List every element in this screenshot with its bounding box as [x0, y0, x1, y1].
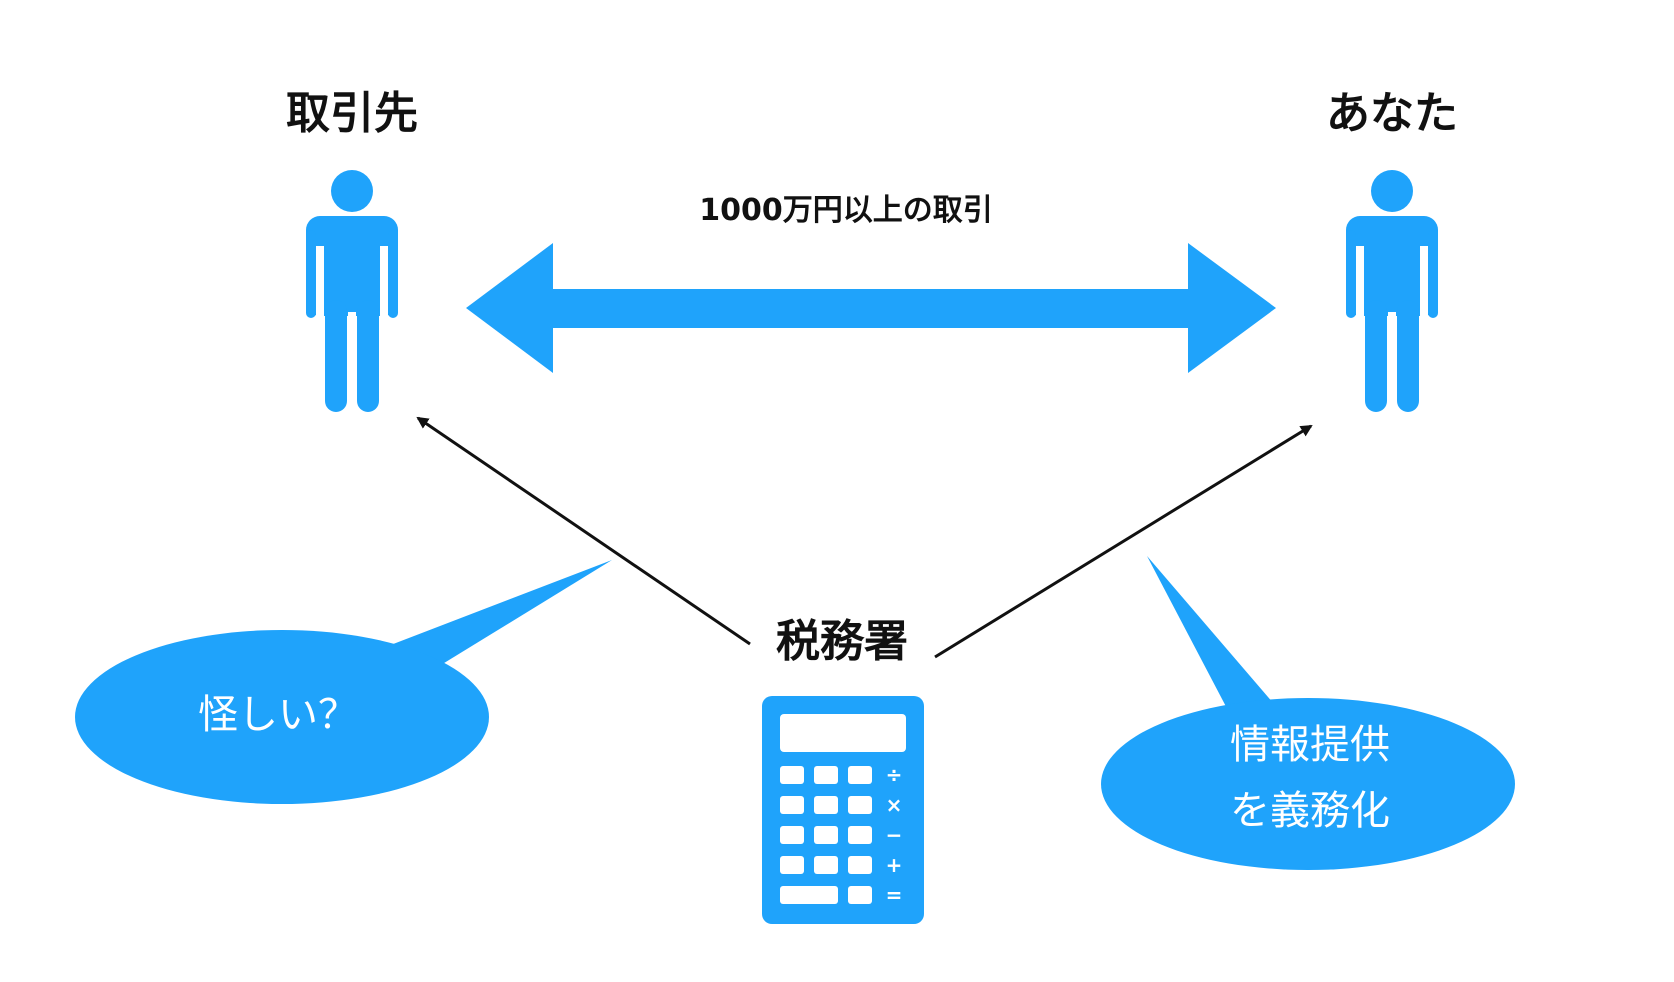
- partner-person-icon: [306, 170, 398, 412]
- arrow-to-you: [934, 424, 1313, 659]
- calculator-icon: ÷ × − + =: [762, 696, 924, 924]
- suspicion-speech-bubble: [75, 560, 612, 804]
- calc-key-multiply: ×: [886, 793, 903, 817]
- calc-key-equals: =: [886, 883, 903, 907]
- obligation-text-line2: を義務化: [1230, 788, 1390, 834]
- calc-key-minus: −: [886, 823, 903, 847]
- transaction-label: 1000万円以上の取引: [699, 193, 993, 228]
- partner-label: 取引先: [286, 88, 418, 139]
- suspicion-text: 怪しい？: [198, 692, 358, 738]
- tax-office-label: 税務署: [776, 616, 908, 667]
- obligation-text-line1: 情報提供: [1230, 722, 1390, 768]
- double-arrow-icon: [466, 243, 1276, 373]
- arrow-to-partner: [416, 416, 751, 646]
- you-person-icon: [1346, 170, 1438, 412]
- calc-key-divide: ÷: [886, 763, 903, 787]
- calc-key-plus: +: [886, 853, 903, 877]
- you-label: あなた: [1326, 88, 1458, 139]
- obligation-speech-bubble: [1101, 556, 1515, 870]
